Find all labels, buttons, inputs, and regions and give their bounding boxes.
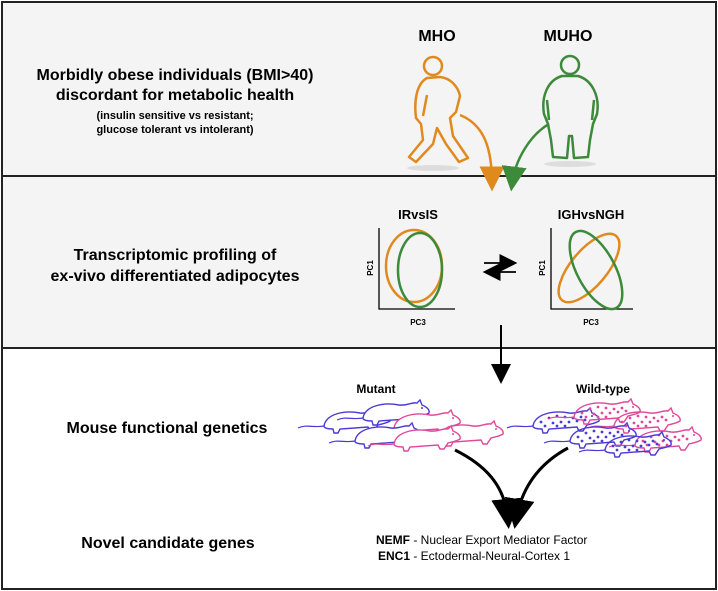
plot-right-orange-ellipse <box>557 232 621 304</box>
panel-3-box <box>1 347 717 590</box>
plot-left-ylabel: PC1 <box>366 260 375 276</box>
mouse-icon <box>367 424 461 452</box>
panel2-heading-line2: ex-vivo differentiated adipocytes <box>51 268 300 285</box>
gene1-line: NEMF - Nuclear Export Mediator Factor <box>376 533 587 547</box>
wildtype-to-genes-arrow <box>504 446 569 529</box>
gene2-description: - Ectodermal-Neural-Cortex 1 <box>410 549 570 563</box>
panel3-heading: Mouse functional genetics <box>67 420 268 437</box>
panel1-sub-line1: (insulin sensitive vs resistant; <box>96 110 253 122</box>
panel-2-box <box>1 175 717 349</box>
plot-right-title: IGHvsNGH <box>558 207 624 222</box>
label-mho: MHO <box>418 28 455 45</box>
gene2-symbol: ENC1 <box>378 549 410 563</box>
plot-right-xlabel: PC3 <box>583 318 599 327</box>
mho-person-icon <box>407 55 470 164</box>
panel1-heading-line1: Morbidly obese individuals (BMI>40) <box>37 67 314 84</box>
muho-person-icon <box>542 54 599 160</box>
mouse-icon <box>543 421 637 449</box>
label-muho: MUHO <box>544 28 593 45</box>
plot-left-green-ellipse <box>396 231 444 309</box>
panel1-heading-line2: discordant for metabolic health <box>56 87 294 104</box>
gene1-description: - Nuclear Export Mediator Factor <box>410 533 587 547</box>
mutant-mice-icon <box>297 398 504 452</box>
plot-left-title: IRvsIS <box>398 207 438 222</box>
mouse-icon <box>587 406 681 434</box>
label-mutant: Mutant <box>356 382 395 396</box>
plot-left-xlabel: PC3 <box>410 318 426 327</box>
mho-shadow <box>407 165 459 171</box>
gene2-line: ENC1 - Ectodermal-Neural-Cortex 1 <box>378 549 570 563</box>
plot-left-axes <box>378 228 455 310</box>
mouse-icon <box>578 430 672 458</box>
candidates-heading: Novel candidate genes <box>81 535 254 552</box>
label-wildtype: Wild-type <box>576 382 630 396</box>
panel1-sub-line2: glucose tolerant vs intolerant) <box>96 124 253 136</box>
panel2-heading-line1: Transcriptomic profiling of <box>74 247 277 264</box>
plot-right-ylabel: PC1 <box>538 260 547 276</box>
muho-to-profiling-arrow <box>501 122 550 192</box>
mho-to-profiling-arrow <box>459 113 505 192</box>
muho-shadow <box>544 161 596 167</box>
mouse-icon <box>547 397 641 425</box>
gene1-symbol: NEMF <box>376 533 410 547</box>
plot-right-green-ellipse <box>568 229 624 311</box>
wildtype-mice-icon <box>506 397 702 458</box>
panel-1-box <box>1 1 717 177</box>
